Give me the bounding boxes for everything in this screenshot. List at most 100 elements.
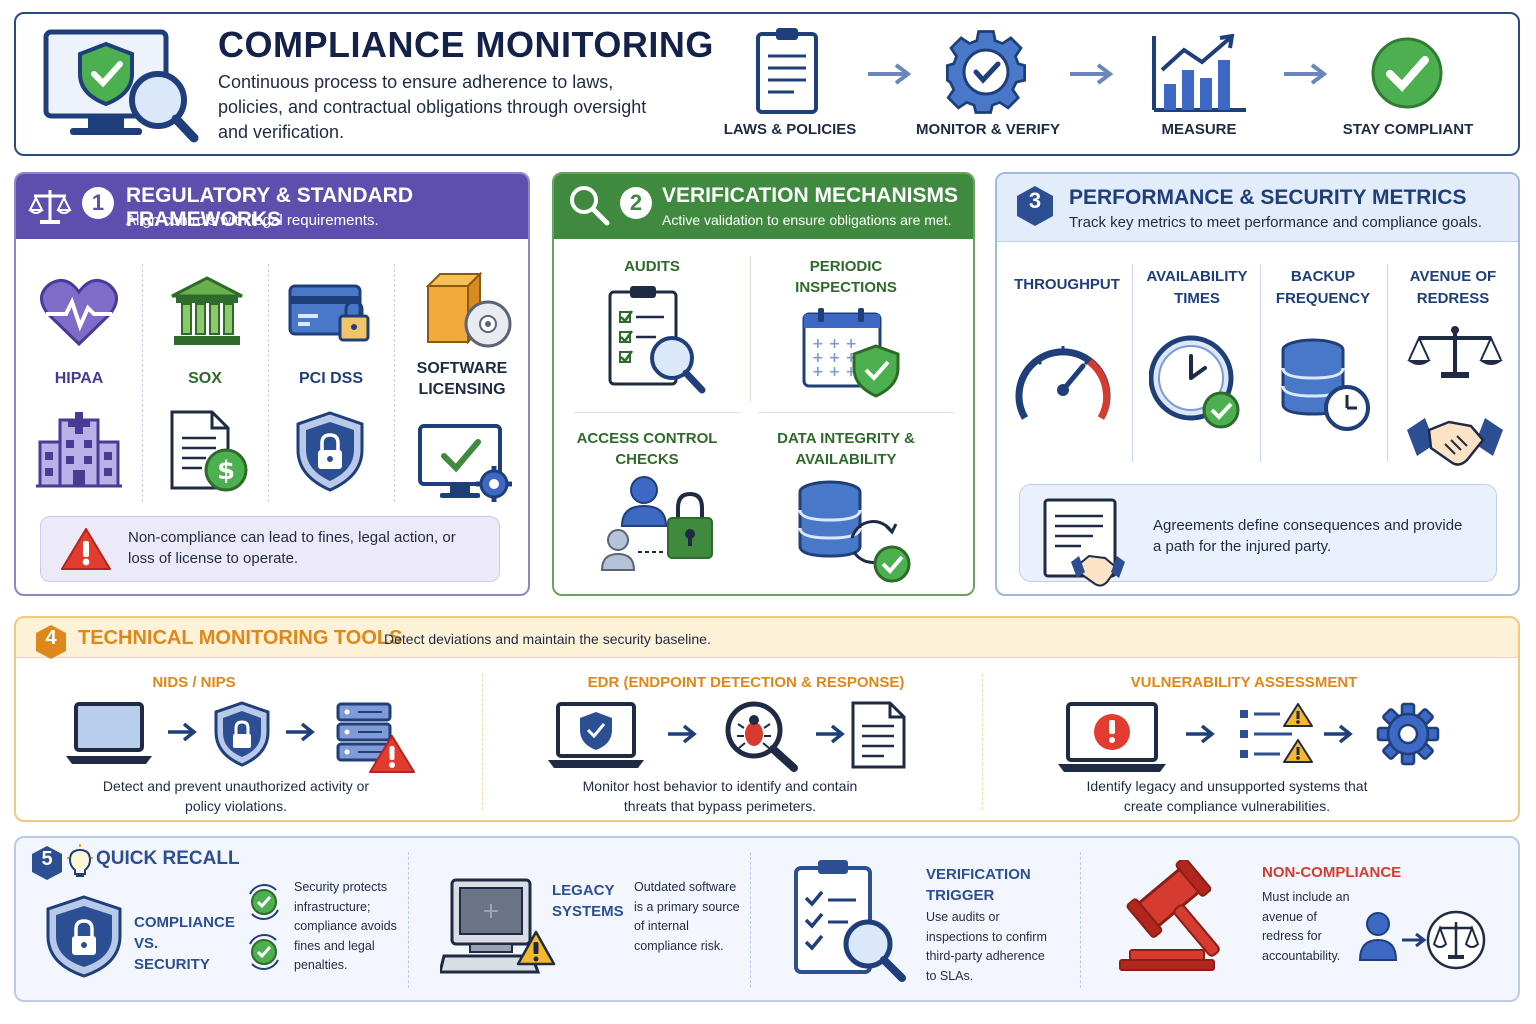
lightbulb-icon: [67, 844, 93, 877]
page-title: COMPLIANCE MONITORING: [218, 24, 714, 65]
flow-step-compliant: STAY COMPLIANT: [1342, 121, 1474, 138]
metrics-section: 3 PERFORMANCE & SECURITY METRICS Track k…: [995, 172, 1520, 596]
page-subtitle: Continuous process to ensure adherence t…: [218, 72, 647, 142]
hexagon-badge-icon: [32, 846, 62, 880]
bank-building-icon: [171, 276, 243, 345]
flow-arrow-icon: [816, 724, 845, 744]
hexagon-badge-icon: [1017, 186, 1053, 226]
tools-subtitle: Detect deviations and maintain the secur…: [384, 631, 711, 647]
metric-label-backup: BACKUP FREQUENCY: [1275, 268, 1371, 307]
flow-arrow-icon: [168, 722, 197, 742]
shield-lock-icon: [46, 895, 122, 978]
database-sync-check-icon: [798, 480, 911, 583]
section-number-badge: 5: [41, 848, 53, 870]
flow-arrow-icon: [286, 722, 315, 742]
frameworks-section: 1 REGULATORY & STANDARD FRAMEWORKS Align…: [14, 172, 530, 596]
hexagon-badge-icon: [36, 625, 66, 659]
magnifier-bug-icon: [725, 701, 798, 772]
non-compliance-warning: [40, 516, 500, 582]
recall-title-noncompliance: NON-COMPLIANCE: [1262, 864, 1402, 881]
svg-text:+ + +: + + +: [812, 350, 857, 366]
section-number-badge: 3: [1028, 188, 1042, 213]
recall-desc-legacy: Outdated software is a primary source of…: [634, 880, 740, 953]
heart-pulse-icon: [40, 278, 118, 347]
monitor-shield-magnifier-icon: [43, 29, 199, 143]
column-divider: [394, 264, 395, 502]
recall-desc-noncompliance: Must include an avenue of redress for ac…: [1262, 890, 1350, 963]
checklist-magnifier-icon: [794, 860, 906, 982]
tool-title-nids: NIDS / NIPS: [152, 674, 236, 691]
tool-desc-nids: Detect and prevent unauthorized activity…: [102, 778, 370, 814]
tools-header: [16, 618, 1518, 658]
svg-text:+ + +: + + +: [812, 364, 857, 380]
frameworks-title: REGULATORY & STANDARD FRAMEWORKS: [126, 184, 414, 231]
framework-label-hipaa: HIPAA: [54, 370, 104, 387]
document-dollar-icon: $: [170, 410, 248, 492]
credit-card-lock-icon: [288, 284, 370, 342]
flow-arrow-icon: [1186, 724, 1215, 744]
check-circle-icon: [1371, 37, 1443, 109]
warning-text: Non-compliance can lead to fines, legal …: [128, 529, 456, 567]
verification-label-access: ACCESS CONTROL CHECKS: [576, 430, 718, 468]
quick-recall-section: 5 QUICK RECALL COMPLIANCE VS. SECURITY S…: [14, 836, 1520, 1002]
calendar-shield-icon: + + ++ + ++ + +: [802, 308, 900, 398]
column-divider: [268, 264, 269, 502]
metric-label-redress: AVENUE OF REDRESS: [1409, 268, 1497, 307]
flow-arrow-icon: [1284, 63, 1328, 85]
column-divider: [1387, 264, 1388, 462]
tool-desc-vuln: Identify legacy and unsupported systems …: [1086, 778, 1368, 814]
verification-label-inspections: PERIODIC INSPECTIONS: [795, 258, 897, 296]
tools-title: TECHNICAL MONITORING TOOLS: [78, 627, 403, 649]
recall-title-legacy: LEGACY SYSTEMS: [552, 882, 624, 920]
column-divider: [1260, 264, 1261, 462]
server-warning-icon: [336, 702, 415, 773]
recall-desc-compliance: Security protects infrastructure; compli…: [294, 880, 397, 972]
column-divider: [1080, 852, 1081, 988]
shield-lock-icon: [296, 411, 364, 492]
column-divider: [750, 852, 751, 988]
column-divider: [750, 256, 751, 402]
gear-icon: [1376, 702, 1440, 766]
magnifier-icon: [570, 186, 610, 226]
gear-check-icon: [945, 30, 1027, 114]
svg-text:+ + +: + + +: [812, 336, 857, 352]
verification-subtitle: Active validation to ensure obligations …: [662, 212, 952, 228]
hospital-icon: [36, 412, 122, 488]
tools-section: 4 TECHNICAL MONITORING TOOLS Detect devi…: [14, 616, 1520, 822]
scales-icon: [28, 190, 72, 224]
flow-arrow-icon: [868, 63, 912, 85]
tool-desc-edr: Monitor host behavior to identify and co…: [582, 778, 858, 814]
verification-label-audits: AUDITS: [624, 258, 680, 275]
metric-label-throughput: THROUGHPUT: [1014, 276, 1120, 293]
flow-step-monitor: MONITOR & VERIFY: [916, 121, 1060, 138]
metrics-title: PERFORMANCE & SECURITY METRICS: [1069, 186, 1467, 209]
users-lock-icon: [600, 476, 713, 571]
framework-label-pci: PCI DSS: [298, 370, 363, 387]
audit-clipboard-magnifier-icon: [608, 286, 706, 394]
report-document-icon: [851, 701, 906, 769]
flow-step-measure: MEASURE: [1161, 121, 1237, 138]
tool-title-vuln: VULNERABILITY ASSESSMENT: [1130, 674, 1358, 691]
warning-triangle-icon: [61, 528, 111, 570]
svg-text:$: $: [217, 456, 235, 486]
section-number-badge: 2: [620, 187, 652, 219]
flow-arrow-icon: [1070, 63, 1114, 85]
recall-desc-verification: Use audits or inspections to confirm thi…: [926, 910, 1047, 983]
sync-check-icon: [249, 884, 279, 970]
framework-label-software: SOFTWARE LICENSING: [416, 360, 508, 398]
metrics-subtitle: Track key metrics to meet performance an…: [1069, 214, 1482, 231]
speedometer-gauge-icon: [1015, 346, 1111, 420]
laptop-alert-icon: [1058, 702, 1166, 772]
section-number-badge: 1: [82, 187, 114, 219]
section-number-badge: 4: [45, 627, 57, 649]
frameworks-subtitle: Align controls with legal requirements.: [126, 212, 379, 229]
recall-title-compliance: COMPLIANCE VS. SECURITY: [134, 914, 235, 973]
recall-title-verification: VERIFICATION TRIGGER: [926, 866, 1031, 904]
column-divider: [142, 264, 143, 502]
column-divider: [408, 852, 409, 988]
verification-title: VERIFICATION MECHANISMS: [662, 184, 958, 207]
checklist-warning-icon: [1240, 703, 1313, 763]
clipboard-document-icon: [756, 28, 818, 114]
database-clock-icon: [1281, 338, 1370, 431]
metrics-header: [997, 174, 1518, 242]
